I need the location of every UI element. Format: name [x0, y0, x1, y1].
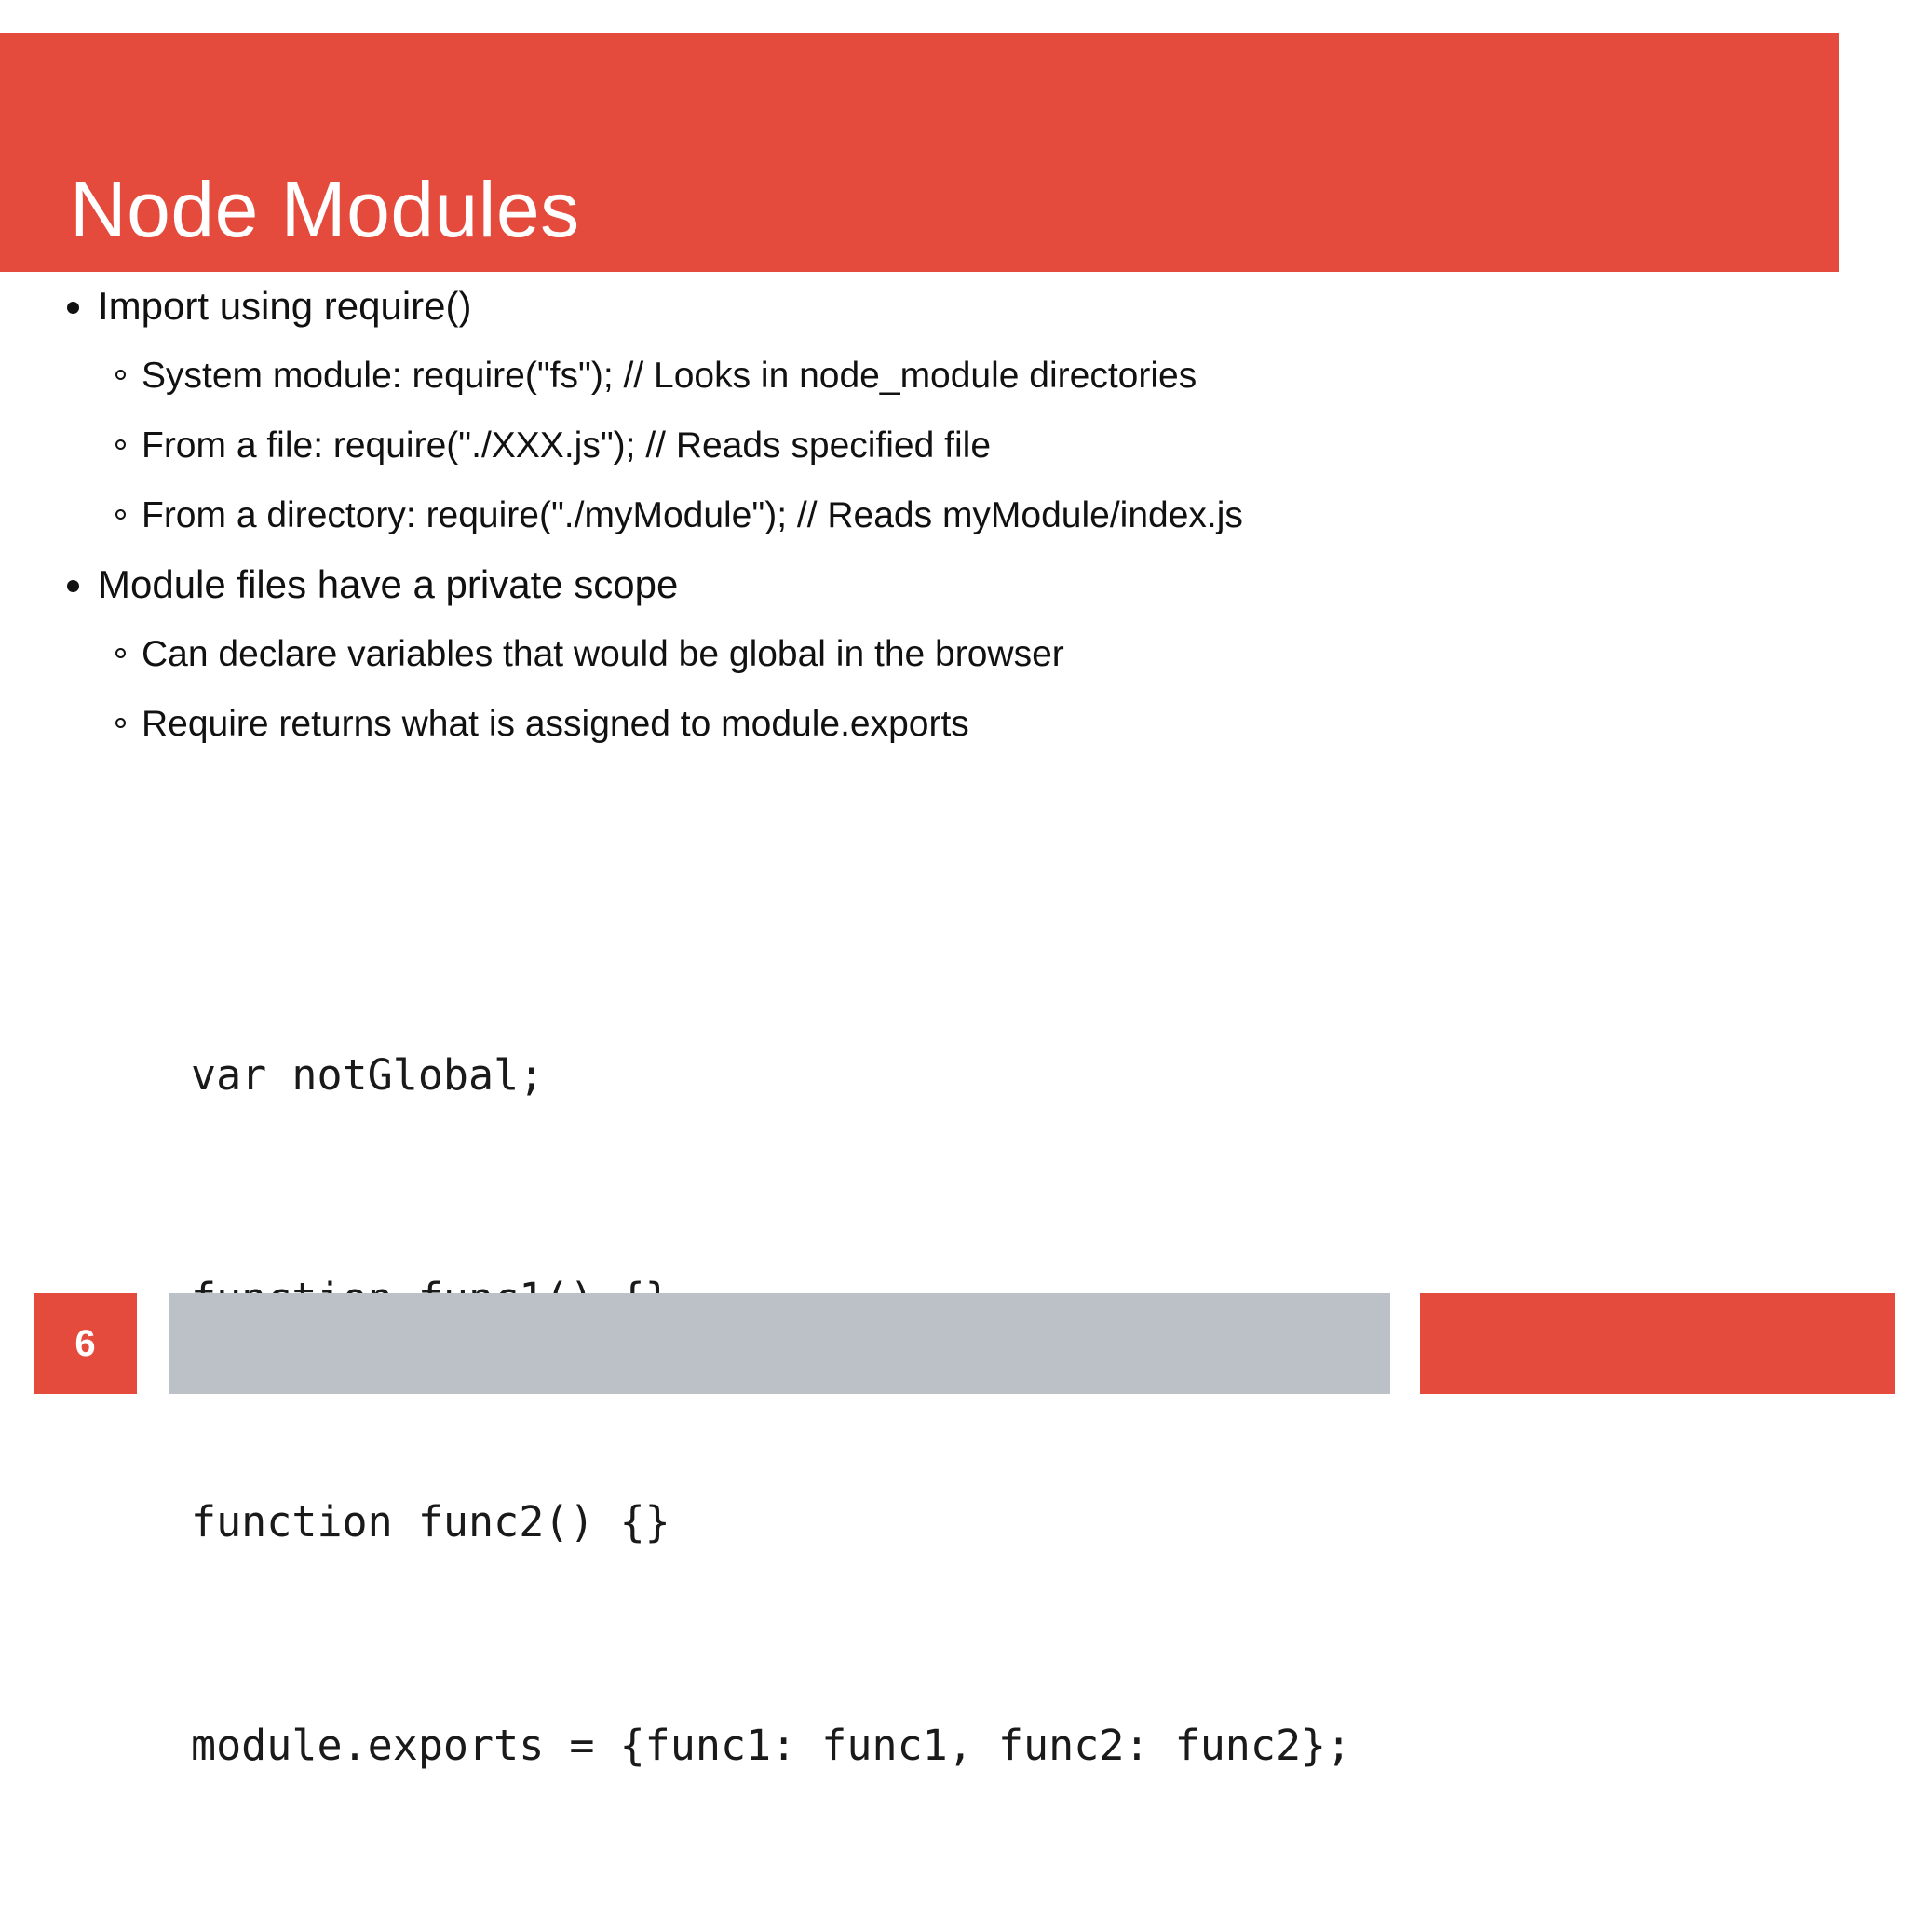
slide-body: Import using require() System module: re… [0, 272, 1907, 759]
sub-bullet-label: Can declare variables that would be glob… [142, 634, 1064, 674]
code-line: var notGlobal; [191, 1050, 545, 1100]
sub-bullet-label: System module: require("fs"); // Looks i… [142, 356, 1197, 396]
page-title: Node Modules [70, 166, 580, 253]
sub-bullet-item: Require returns what is assigned to modu… [0, 689, 1907, 759]
slide-canvas: Node Modules Import using require() Syst… [0, 33, 1907, 1770]
title-banner: Node Modules [0, 33, 1839, 272]
sub-bullet-item: From a directory: require("./myModule");… [0, 480, 1907, 550]
bullet-item: Module files have a private scope [0, 550, 1907, 619]
bullet-item: Import using require() [0, 272, 1907, 341]
sub-bullet-label: From a directory: require("./myModule");… [142, 495, 1243, 535]
footer-red-bar [1420, 1293, 1895, 1394]
code-line: function func2() {} [191, 1497, 670, 1547]
sublist-container: Can declare variables that would be glob… [0, 619, 1907, 759]
sub-bullet-label: From a file: require("./XXX.js"); // Rea… [142, 426, 992, 466]
bullet-circle-icon [115, 619, 130, 689]
bullet-list-level2: System module: require("fs"); // Looks i… [0, 341, 1907, 550]
slide-number-badge: 6 [34, 1293, 137, 1394]
bullet-list-level1: Import using require() System module: re… [0, 272, 1907, 759]
sub-bullet-label: Require returns what is assigned to modu… [142, 704, 969, 744]
footer-grey-bar [169, 1293, 1390, 1394]
bullet-list-level2: Can declare variables that would be glob… [0, 619, 1907, 759]
code-line: module.exports = {func1: func1, func2: f… [191, 1721, 1352, 1770]
bullet-label: Import using require() [98, 284, 472, 328]
bullet-circle-icon [115, 689, 130, 759]
bullet-label: Module files have a private scope [98, 562, 679, 606]
sublist-container: System module: require("fs"); // Looks i… [0, 341, 1907, 550]
bullet-dot-icon [67, 272, 84, 341]
bullet-circle-icon [115, 341, 130, 411]
bullet-circle-icon [115, 480, 130, 550]
sub-bullet-item: Can declare variables that would be glob… [0, 619, 1907, 689]
bullet-dot-icon [67, 550, 84, 619]
sub-bullet-item: From a file: require("./XXX.js"); // Rea… [0, 411, 1907, 480]
code-sample: var notGlobal; function func1() {} funct… [191, 889, 1351, 1932]
bullet-circle-icon [115, 411, 130, 480]
sub-bullet-item: System module: require("fs"); // Looks i… [0, 341, 1907, 411]
